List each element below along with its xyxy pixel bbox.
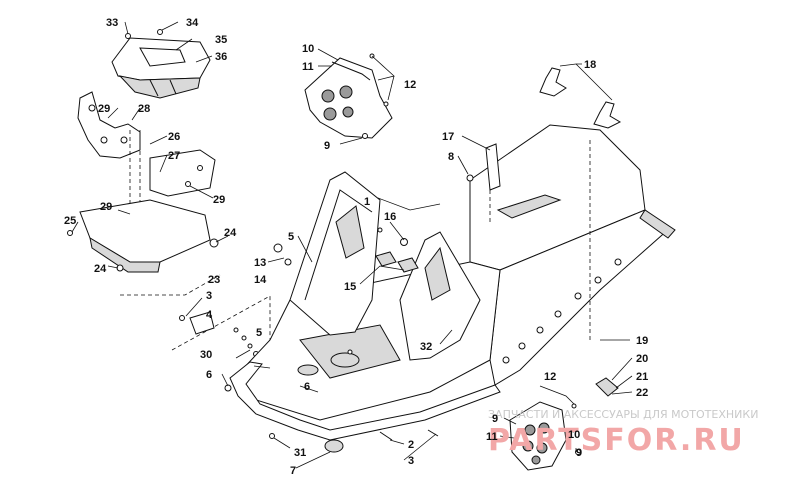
callout-17: 17 [442, 131, 454, 143]
callout-21: 21 [636, 371, 648, 383]
callout-2: 2 [408, 439, 414, 451]
left-bracket-assembly [77, 91, 216, 220]
callout-35: 35 [215, 34, 227, 46]
callout-29: 29 [100, 201, 112, 213]
callout-27: 27 [168, 150, 180, 162]
callout-11: 11 [302, 61, 314, 73]
callout-34: 34 [186, 17, 199, 29]
callout-11: 11 [486, 431, 498, 443]
callout-23: 23 [208, 274, 220, 286]
callout-26: 26 [168, 131, 180, 143]
callout-20: 20 [636, 353, 648, 365]
center-leaders [221, 197, 453, 469]
right-hardware [589, 140, 633, 397]
top-center-bracket [304, 48, 395, 145]
callout-10: 10 [302, 43, 314, 55]
callout-16: 16 [384, 211, 396, 223]
chassis-frame [229, 124, 676, 453]
callout-19: 19 [636, 335, 648, 347]
callout-32: 32 [420, 341, 432, 353]
callout-3: 3 [408, 455, 414, 467]
callout-labels: 33 34 35 36 29 28 26 27 29 29 25 24 24 2… [64, 17, 648, 477]
watermark-logo: PARTSFOR.RU [488, 423, 745, 458]
cover-plate-assembly [111, 21, 213, 99]
callout-15: 15 [344, 281, 356, 293]
callout-36: 36 [215, 51, 227, 63]
callout-1: 1 [364, 196, 370, 208]
callout-29: 29 [98, 103, 110, 115]
callout-10: 10 [568, 429, 580, 441]
callout-5: 5 [256, 327, 262, 339]
callout-9: 9 [576, 447, 582, 459]
callout-18: 18 [584, 59, 596, 71]
callout-33: 33 [106, 17, 118, 29]
callout-7: 7 [290, 465, 296, 477]
callout-4: 4 [206, 309, 213, 321]
callout-31: 31 [294, 447, 306, 459]
callout-13: 13 [254, 257, 266, 269]
callout-12: 12 [544, 371, 556, 383]
callout-9: 9 [492, 413, 498, 425]
bottom-right-bracket [499, 385, 581, 471]
center-bracket [457, 135, 501, 222]
callout-12: 12 [404, 79, 416, 91]
callout-24: 24 [94, 263, 107, 275]
callout-5: 5 [288, 231, 294, 243]
left-hardware [171, 295, 271, 392]
callout-14: 14 [254, 274, 267, 286]
callout-9: 9 [324, 140, 330, 152]
callout-29: 29 [213, 194, 225, 206]
callout-3: 3 [206, 290, 212, 302]
callout-22: 22 [636, 387, 648, 399]
watermark-caption: ЗАПЧАСТИ И АКСЕССУАРЫ ДЛЯ МОТОТЕХНИКИ [488, 408, 758, 421]
callout-25: 25 [64, 215, 76, 227]
callout-24: 24 [224, 227, 237, 239]
callout-6: 6 [304, 381, 310, 393]
callout-28: 28 [138, 103, 150, 115]
callout-8: 8 [448, 151, 454, 163]
left-skid-plate-assembly [67, 199, 229, 296]
callout-6: 6 [206, 369, 212, 381]
grab-brackets [539, 63, 622, 129]
callout-30: 30 [200, 349, 212, 361]
